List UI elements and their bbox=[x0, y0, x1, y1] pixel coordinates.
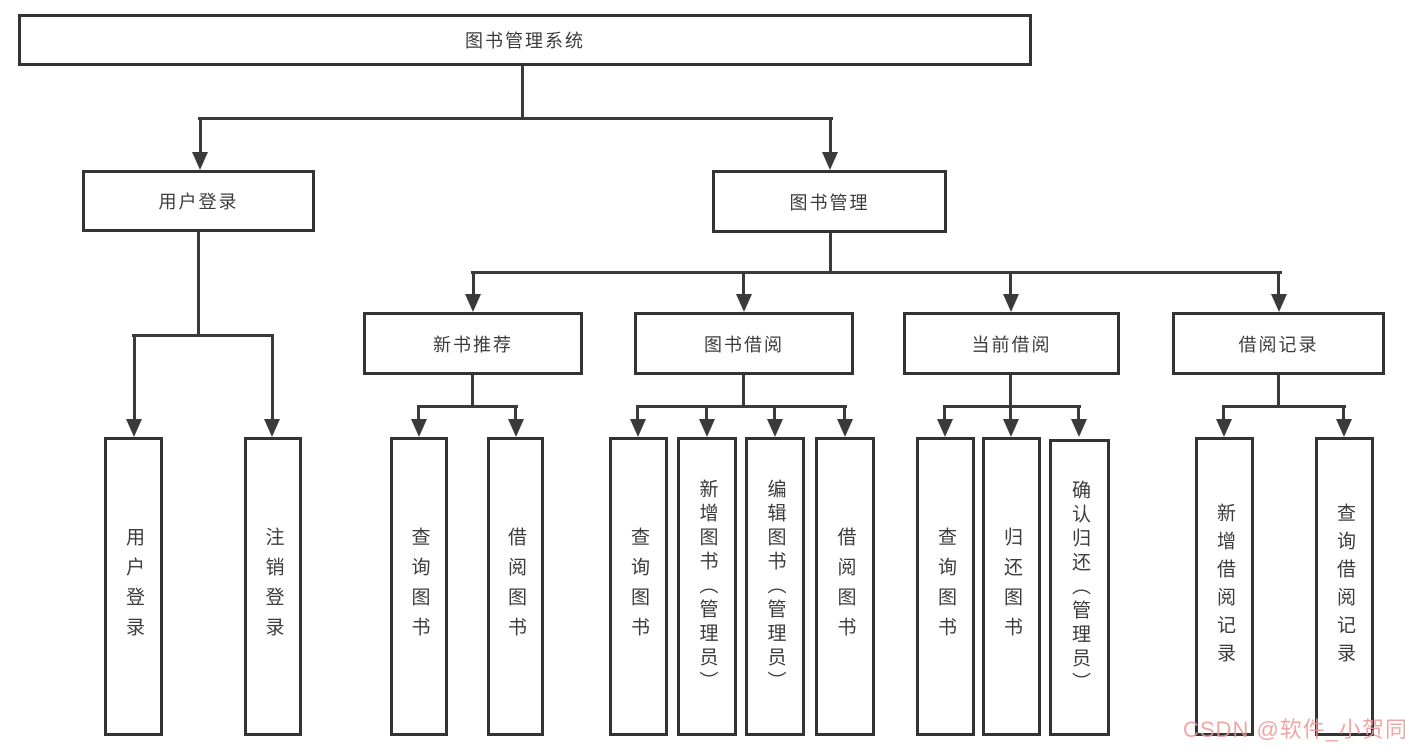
node-new-book-recommend: 新书推荐 bbox=[363, 312, 583, 375]
arrow-down-icon bbox=[1071, 419, 1087, 437]
arrow-down-icon bbox=[411, 419, 427, 437]
leaf-edit-books-admin: 编辑图书（管理员） bbox=[745, 437, 805, 736]
leaf-borrow-books-borrowing: 借阅图书 bbox=[815, 437, 875, 736]
connector-line bbox=[199, 117, 202, 155]
connector-line bbox=[742, 271, 745, 299]
connector-line bbox=[472, 271, 475, 299]
connector-line bbox=[417, 405, 518, 408]
leaf-borrow-books-recommend: 借阅图书 bbox=[487, 437, 544, 736]
connector-line bbox=[1009, 271, 1012, 299]
connector-line bbox=[1009, 375, 1012, 408]
node-current-borrowing: 当前借阅 bbox=[903, 312, 1120, 375]
arrow-down-icon bbox=[126, 419, 142, 437]
connector-line bbox=[636, 405, 639, 421]
connector-line bbox=[636, 405, 847, 408]
arrow-down-icon bbox=[1003, 419, 1019, 437]
arrow-down-icon bbox=[1216, 419, 1232, 437]
leaf-logout-login: 注销登录 bbox=[244, 437, 302, 736]
arrow-down-icon bbox=[822, 152, 838, 170]
leaf-add-books-admin: 新增图书（管理员） bbox=[677, 437, 737, 736]
leaf-add-borrow-record: 新增借阅记录 bbox=[1195, 437, 1254, 736]
node-user-login: 用户登录 bbox=[82, 170, 315, 232]
leaf-query-books-borrowing: 查询图书 bbox=[609, 437, 668, 736]
node-borrow-records: 借阅记录 bbox=[1172, 312, 1385, 375]
connector-line bbox=[471, 375, 474, 408]
connector-line bbox=[521, 66, 524, 120]
arrow-down-icon bbox=[1336, 419, 1352, 437]
connector-line bbox=[829, 233, 832, 274]
connector-line bbox=[417, 405, 420, 421]
arrow-down-icon bbox=[1271, 294, 1287, 312]
connector-line bbox=[773, 405, 776, 421]
arrow-down-icon bbox=[937, 419, 953, 437]
connector-line bbox=[705, 405, 708, 421]
node-book-management: 图书管理 bbox=[712, 170, 947, 233]
connector-line bbox=[1077, 405, 1080, 421]
connector-line bbox=[943, 405, 946, 421]
csdn-watermark: CSDN @软件_小贺同学 bbox=[1183, 717, 1405, 742]
node-book-borrowing: 图书借阅 bbox=[634, 312, 854, 375]
connector-line bbox=[1277, 375, 1280, 408]
connector-line bbox=[471, 271, 1282, 274]
leaf-user-login: 用户登录 bbox=[104, 437, 163, 736]
connector-line bbox=[1342, 405, 1345, 421]
leaf-confirm-return-admin: 确认归还（管理员） bbox=[1049, 439, 1110, 736]
connector-line bbox=[1222, 405, 1346, 408]
connector-line bbox=[197, 232, 200, 337]
node-library-system: 图书管理系统 bbox=[18, 14, 1032, 66]
connector-line bbox=[1277, 271, 1280, 299]
arrow-down-icon bbox=[264, 419, 280, 437]
connector-line bbox=[514, 405, 517, 421]
connector-line bbox=[1222, 405, 1225, 421]
arrow-down-icon bbox=[837, 419, 853, 437]
connector-line bbox=[133, 334, 136, 422]
connector-line bbox=[1009, 405, 1012, 421]
arrow-down-icon bbox=[736, 294, 752, 312]
arrow-down-icon bbox=[630, 419, 646, 437]
connector-line bbox=[132, 334, 274, 337]
connector-line bbox=[943, 405, 1081, 408]
connector-line bbox=[843, 405, 846, 421]
connector-line bbox=[829, 117, 832, 155]
leaf-return-books: 归还图书 bbox=[982, 437, 1041, 736]
connector-line bbox=[742, 375, 745, 408]
connector-line bbox=[271, 334, 274, 422]
arrow-down-icon bbox=[1003, 294, 1019, 312]
leaf-query-books-current: 查询图书 bbox=[916, 437, 975, 736]
arrow-down-icon bbox=[508, 419, 524, 437]
arrow-down-icon bbox=[192, 152, 208, 170]
leaf-query-books-recommend: 查询图书 bbox=[390, 437, 448, 736]
leaf-query-borrow-record: 查询借阅记录 bbox=[1315, 437, 1374, 736]
arrow-down-icon bbox=[465, 294, 481, 312]
connector-line bbox=[198, 117, 833, 120]
arrow-down-icon bbox=[699, 419, 715, 437]
arrow-down-icon bbox=[767, 419, 783, 437]
